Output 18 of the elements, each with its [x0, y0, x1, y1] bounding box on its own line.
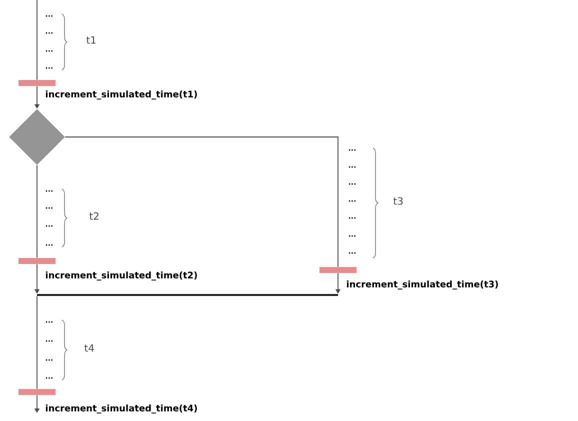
connector-line [36, 0, 38, 80]
bar-marker [320, 267, 356, 273]
decision-diamond [9, 109, 65, 165]
function-label: increment_simulated_time(t2) [46, 272, 197, 280]
bar-marker [18, 258, 56, 264]
bar-marker [18, 389, 56, 395]
function-label: increment_simulated_time(t3) [346, 280, 498, 290]
merge-line [37, 294, 338, 296]
time-label: t4 [84, 344, 94, 352]
time-label: t1 [86, 36, 96, 44]
connector-line [64, 136, 338, 268]
time-label: t3 [393, 197, 403, 205]
time-label: t2 [89, 212, 98, 220]
function-label: increment_simulated_time(t1) [46, 90, 197, 100]
connector-line [36, 296, 38, 390]
function-label: increment_simulated_time(t4) [46, 404, 197, 414]
connector-line [36, 164, 38, 258]
bar-marker [18, 80, 56, 86]
